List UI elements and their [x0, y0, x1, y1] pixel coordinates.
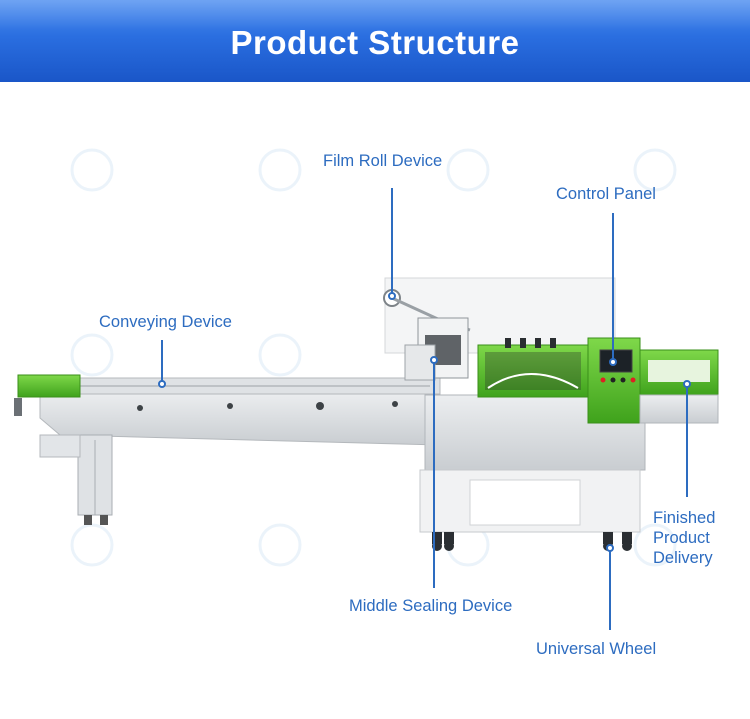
callout-finished-product-delivery: Finished Product Delivery [653, 508, 715, 568]
universal-wheels [432, 532, 632, 551]
callout-control-panel: Control Panel [556, 185, 656, 203]
leader-line-ends [158, 292, 691, 552]
callout-finished-line-3: Delivery [653, 549, 713, 567]
callout-conveying-device: Conveying Device [99, 313, 232, 331]
page-title: Product Structure [230, 24, 520, 61]
sealing-compartment [477, 344, 589, 398]
callout-finished-line-2: Product [653, 529, 710, 547]
callout-finished-line-1: Finished [653, 509, 716, 527]
leader-lines [161, 188, 688, 630]
watermark-logos [70, 148, 677, 567]
banner-shine [0, 0, 750, 30]
header-banner: Product Structure [0, 0, 750, 82]
conveyor-left-cap [17, 374, 81, 398]
control-buttons [600, 377, 636, 383]
callout-film-roll-device: Film Roll Device [323, 152, 443, 170]
callout-middle-sealing-device: Middle Sealing Device [349, 597, 513, 615]
callout-universal-wheel: Universal Wheel [536, 640, 657, 658]
